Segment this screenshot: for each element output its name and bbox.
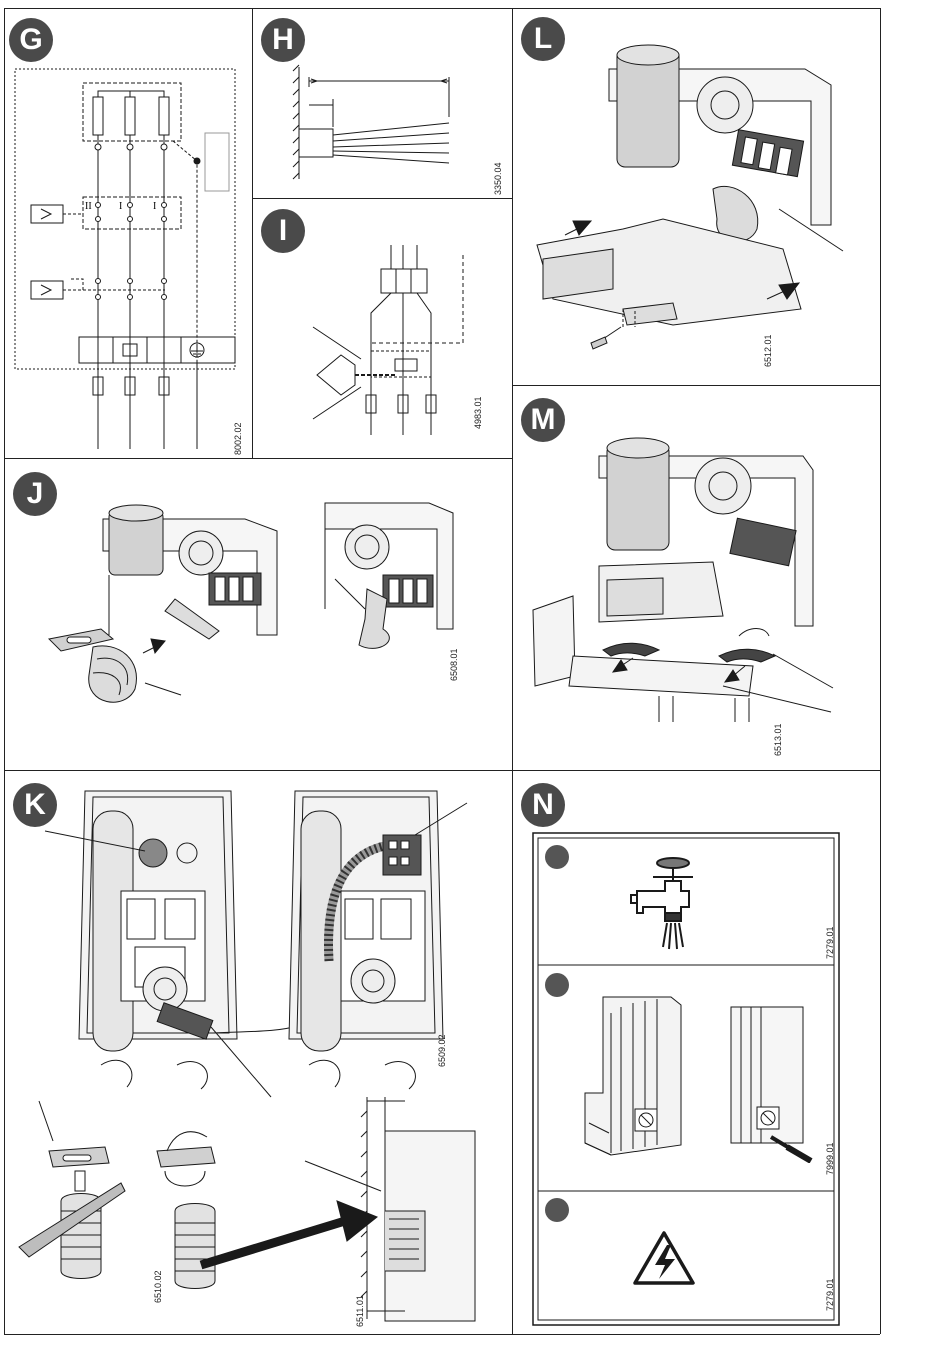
pole-label-2: I bbox=[119, 201, 122, 212]
panel-i-code: 4983.01 bbox=[473, 396, 483, 429]
panel-m-code: 6513.01 bbox=[773, 723, 783, 756]
panel-n-code-2: 7999.01 bbox=[825, 1142, 835, 1175]
panel-m-clips: M 6513.01 bbox=[513, 386, 880, 770]
water-heater-closed-icon bbox=[727, 1003, 817, 1163]
grommet-illustration bbox=[5, 459, 512, 770]
notice-step-2-dot bbox=[545, 973, 569, 997]
pole-label-3: I bbox=[153, 201, 156, 212]
panel-k-code-br: 6511.01 bbox=[355, 1295, 365, 1327]
panel-l-code: 6512.01 bbox=[763, 334, 773, 367]
panel-g-code: 8002.02 bbox=[233, 422, 243, 455]
clip-illustration bbox=[513, 386, 880, 770]
pole-label-1: II bbox=[85, 201, 92, 212]
frame-bottom bbox=[4, 1334, 880, 1335]
panel-j-code: 6508.01 bbox=[449, 648, 459, 681]
panel-h-code: 3350.04 bbox=[493, 162, 503, 195]
panel-k-installation: K bbox=[5, 771, 512, 1334]
panel-n-code-3: 7279.01 bbox=[825, 1278, 835, 1311]
wire-strip-diagram bbox=[253, 9, 512, 198]
panel-k-code-top: 6509.02 bbox=[437, 1034, 447, 1067]
panel-n-notices: N bbox=[513, 771, 880, 1334]
installation-illustration bbox=[5, 771, 512, 1334]
panel-n-code-1: 7279.01 bbox=[825, 926, 835, 959]
notice-step-1-dot bbox=[545, 845, 569, 869]
frame-right bbox=[880, 8, 881, 1334]
electric-hazard-icon bbox=[631, 1229, 697, 1287]
panel-g-schematic: G bbox=[5, 9, 252, 458]
water-heater-open-icon bbox=[581, 993, 691, 1163]
panel-i-rcd: I 4983.01 bbox=[253, 199, 512, 458]
panel-k-code-bl: 6510.02 bbox=[153, 1270, 163, 1303]
bracket-illustration bbox=[513, 9, 880, 385]
panel-h-wires: H 3350.04 bbox=[253, 9, 512, 198]
panel-j-grommet: J 6508. bbox=[5, 459, 512, 770]
notice-step-3-dot bbox=[545, 1198, 569, 1222]
schematic-diagram: II I I bbox=[5, 9, 252, 458]
water-tap-icon bbox=[629, 851, 709, 951]
panel-l-bracket: L 6512.01 bbox=[513, 9, 880, 385]
